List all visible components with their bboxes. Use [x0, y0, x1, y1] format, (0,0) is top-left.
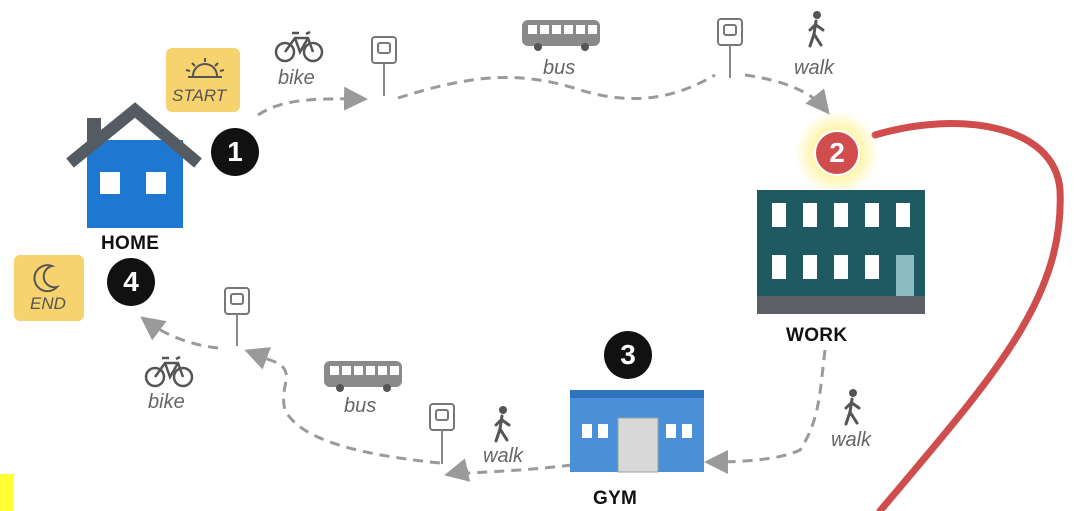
gym-label: GYM: [593, 488, 638, 509]
work-label: WORK: [786, 325, 848, 346]
bus-stop-icon: [371, 36, 397, 96]
path-stop2-to-work: [744, 73, 830, 115]
arrow-into-stop3: [444, 458, 471, 482]
walking-person-icon: [808, 11, 825, 48]
mode-label-bus: bus: [344, 395, 377, 417]
step-2-number: 2: [829, 137, 845, 168]
bicycle-icon: [274, 30, 324, 63]
step-2-circle: [795, 111, 879, 195]
step-4-circle: [107, 258, 155, 306]
bus-stop-icon: [429, 403, 455, 464]
start-label: START: [172, 86, 227, 105]
path-stop4-to-home: [140, 316, 219, 350]
bus-stop-icon: [224, 287, 250, 346]
path-work-to-gym: [704, 349, 827, 474]
gym-building-icon: [570, 390, 704, 473]
highlight-marker: [0, 474, 14, 511]
bicycle-icon: [144, 355, 194, 388]
work-building-icon: [757, 190, 925, 314]
mode-label-bus: bus: [543, 57, 576, 79]
mode-label-walk: walk: [483, 445, 524, 467]
sun-icon: [185, 58, 225, 78]
step-4-number: 4: [123, 266, 139, 297]
home-label: HOME: [101, 233, 160, 254]
end-badge: [14, 255, 84, 321]
moon-icon: [33, 264, 60, 293]
mode-label-walk: walk: [831, 429, 872, 451]
mode-label-bike: bike: [148, 391, 185, 413]
start-badge: [166, 48, 240, 112]
walking-person-icon: [494, 406, 511, 443]
step-1-number: 1: [227, 136, 243, 167]
home-house-icon: [66, 102, 202, 228]
step-1-circle: [211, 128, 259, 176]
step-3-number: 3: [620, 339, 636, 370]
walking-person-icon: [844, 389, 861, 426]
path-home-to-stop1: [257, 86, 368, 117]
end-label: END: [30, 294, 66, 313]
bus-stop-icon: [717, 18, 743, 78]
bus-icon: [324, 361, 402, 392]
mode-label-bike: bike: [278, 67, 315, 89]
mode-label-walk: walk: [794, 57, 835, 79]
red-route-path: [871, 120, 1064, 511]
step-3-circle: [604, 331, 652, 379]
bus-icon: [522, 20, 600, 51]
